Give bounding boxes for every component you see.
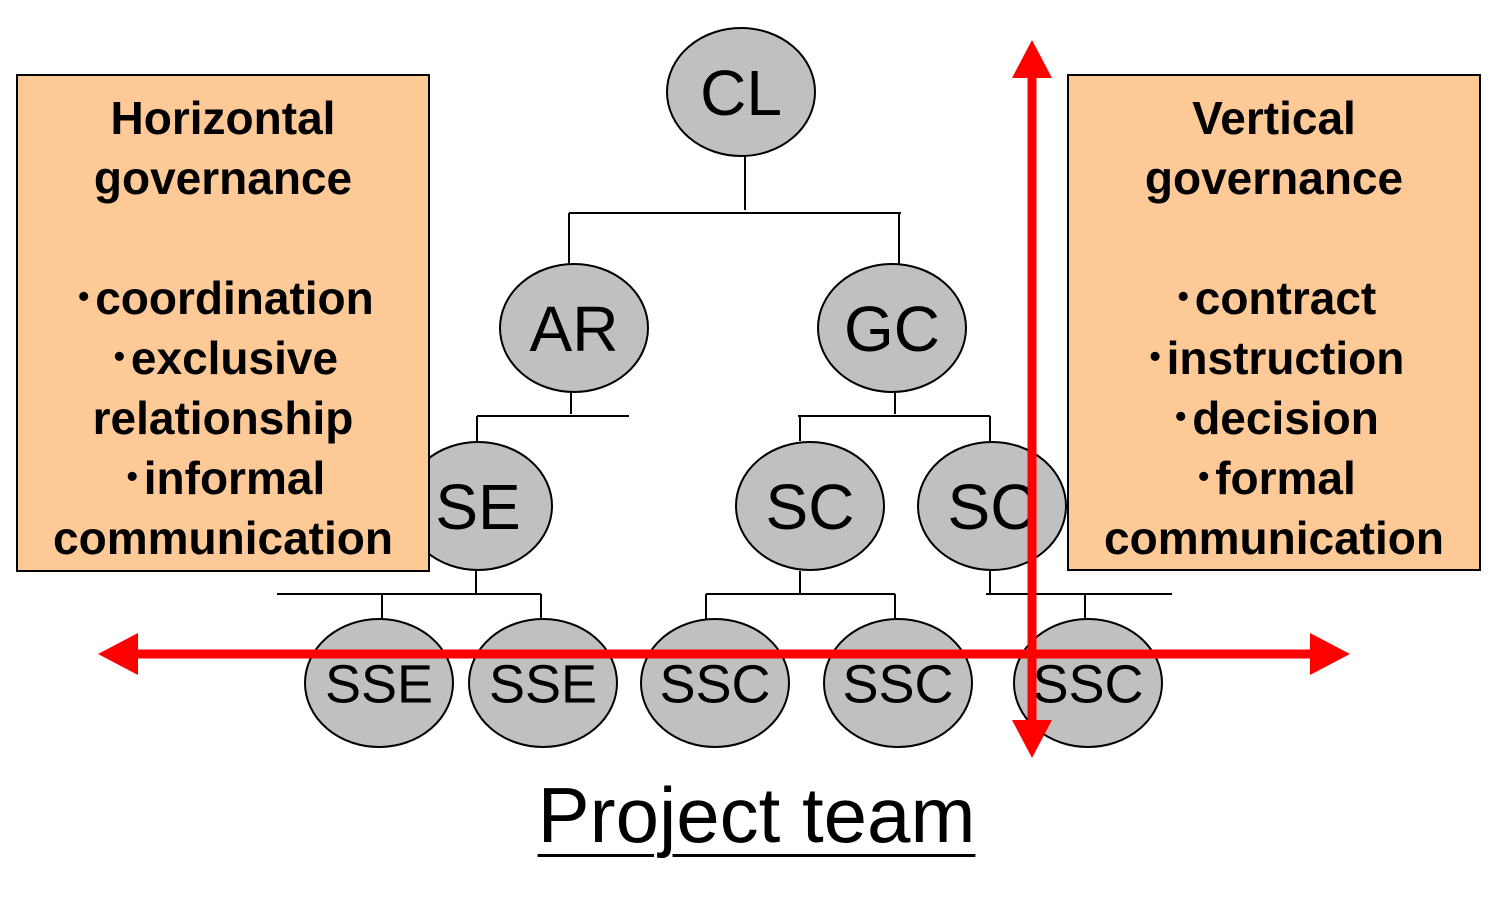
node-ellipse: [817, 263, 967, 393]
horizontal-item: relationship: [92, 392, 354, 444]
node-sse2: SSE: [468, 618, 618, 748]
node-cl: CL: [666, 27, 816, 157]
project-team-title-text: Project team: [537, 771, 976, 859]
node-gc: GC: [817, 263, 967, 393]
node-sc2: SC: [917, 441, 1067, 571]
horizontal-governance-box: Horizontal governance ･coordination ･exc…: [16, 74, 430, 572]
vertical-governance-box: Vertical governance ･contract ･instructi…: [1067, 74, 1481, 571]
horizontal-title-line2: governance: [93, 152, 353, 204]
project-team-title: Project team: [0, 772, 1495, 858]
node-sse1: SSE: [304, 618, 454, 748]
node-label: SE: [435, 471, 520, 543]
node-label: SSE: [489, 654, 597, 714]
node-ssc1: SSC: [640, 618, 790, 748]
node-ar: AR: [499, 263, 649, 393]
horizontal-item: communication: [53, 512, 393, 564]
arrow-up-head: [1012, 40, 1052, 78]
node-sc1: SC: [735, 441, 885, 571]
vertical-title-line2: governance: [1144, 152, 1404, 204]
node-label: SSC: [1032, 654, 1143, 714]
vertical-title-line1: Vertical: [1192, 92, 1356, 144]
node-label: SC: [948, 471, 1037, 543]
connector-lines: [277, 156, 1172, 620]
vertical-box-title: Vertical governance: [1069, 88, 1479, 208]
node-ellipse: [666, 27, 816, 157]
node-label: CL: [700, 57, 782, 129]
node-ellipse: [735, 441, 885, 571]
node-ellipse: [499, 263, 649, 393]
node-label: SC: [766, 471, 855, 543]
horizontal-box-title: Horizontal governance: [18, 88, 428, 208]
horizontal-title-line1: Horizontal: [110, 92, 336, 144]
vertical-item: communication: [1104, 512, 1444, 564]
vertical-item: ･formal: [1192, 452, 1356, 504]
node-label: SSE: [325, 654, 433, 714]
vertical-item: ･contract: [1171, 272, 1377, 324]
vertical-item: ･decision: [1169, 392, 1379, 444]
horizontal-item: ･informal: [120, 452, 326, 504]
node-label: SSC: [659, 654, 770, 714]
node-label: GC: [844, 293, 940, 365]
vertical-item: ･instruction: [1143, 332, 1405, 384]
horizontal-item: ･exclusive: [107, 332, 339, 384]
node-label: SSC: [842, 654, 953, 714]
arrow-right-head: [1310, 633, 1350, 675]
horizontal-item: ･coordination: [72, 272, 374, 324]
governance-arrows: [98, 40, 1350, 758]
arrow-left-head: [98, 633, 138, 675]
arrow-down-head: [1012, 720, 1052, 758]
node-se: SE: [403, 441, 553, 571]
node-label: AR: [530, 293, 619, 365]
node-ssc2: SSC: [823, 618, 973, 748]
